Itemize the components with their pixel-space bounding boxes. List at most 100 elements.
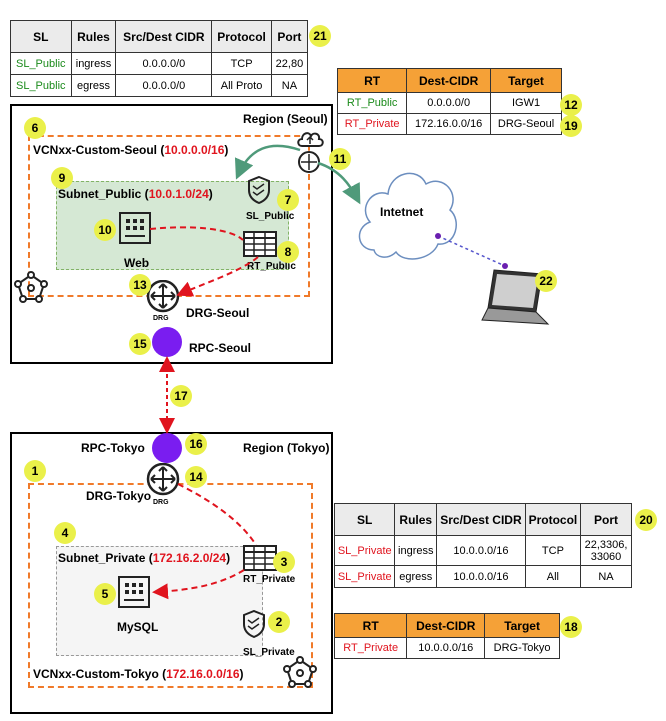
badge-subnet-private: 4 [54,522,76,544]
table-cell: SL_Private [333,535,396,566]
rt-private-label: RT_Private [243,574,296,585]
mysql-label: MySQL [117,620,159,634]
table-cell: 10.0.0.0/16 [436,535,526,566]
col-header: Port [580,503,632,536]
subnet-private-close: ) [226,551,231,565]
subnet-private-label: Subnet_Private (172.16.2.0/24) [58,551,230,565]
subnet-public-close: ) [208,187,213,201]
drg-tokyo-to-rt-private-connector [177,483,257,546]
col-header: Protocol [211,20,272,53]
badge-rpc-seoul: 15 [129,333,151,355]
badge-rt-private-row: 19 [560,115,582,137]
igw-to-internet-connector [317,161,361,205]
table-cell: 172.16.0.0/16 [406,113,492,135]
badge-laptop: 22 [535,270,557,292]
table-cell: 0.0.0.0/0 [115,74,213,97]
badge-rpc-tokyo: 16 [185,433,207,455]
rt-tokyo-table: RT Dest-CIDR Target RT_Private 10.0.0.0/… [333,613,560,659]
table-cell: RT_Private [333,637,408,659]
badge-rt-public-row: 12 [560,94,582,116]
sl-public-table: SL Rules Src/Dest CIDR Protocol Port SL_… [10,20,309,97]
col-header: SL [10,20,72,53]
subnet-private [56,546,263,656]
route-table-icon [243,231,277,257]
col-header: Dest-CIDR [406,613,486,638]
table-cell: 0.0.0.0/0 [406,92,492,114]
web-to-rt-public-connector [149,226,244,241]
badge-rt-public: 8 [277,241,299,263]
table-cell: IGW1 [490,92,562,114]
col-header: Src/Dest CIDR [436,503,526,536]
table-cell: ingress [394,535,438,566]
table-cell: SL_Private [333,565,396,588]
table-row: SL_Private egress 10.0.0.0/16 All NA [333,565,632,588]
laptop-icon [481,269,550,325]
table-row: SL_Public ingress 0.0.0.0/0 TCP 22,80 [10,52,309,75]
badge-subnet-public: 9 [51,167,73,189]
col-header: SL [333,503,396,536]
table-cell: 22,80 [270,52,309,75]
badge-sl-public-table: 21 [309,25,331,47]
subnet-private-cidr: 172.16.2.0/24 [152,551,227,565]
col-header: Src/Dest CIDR [115,20,213,53]
col-header: Rules [70,20,117,53]
rt-private-to-mysql-connector [152,569,245,600]
shield-private-icon [243,610,265,638]
table-cell: DRG-Tokyo [484,637,560,659]
badge-web: 10 [94,219,116,241]
vcn-tokyo-label: VCNxx-Custom-Tokyo (172.16.0.0/16) [33,667,244,681]
col-header: Port [270,20,309,53]
table-cell: SL_Public [10,74,72,97]
rt-seoul-table: RT Dest-CIDR Target RT_Public 0.0.0.0/0 … [336,68,562,135]
badge-peering: 17 [170,385,192,407]
subnet-public-name: Subnet_Public ( [58,187,149,201]
vcn-tokyo-cidr: 172.16.0.0/16 [166,667,240,681]
table-cell: All [524,565,582,588]
table-row: RT_Private 10.0.0.0/16 DRG-Tokyo [333,637,560,659]
col-header: Dest-CIDR [406,68,492,93]
table-cell: ingress [70,52,117,75]
table-cell: RT_Public [336,92,408,114]
table-row: SL_Private ingress 10.0.0.0/16 TCP 22,33… [333,535,632,566]
rpc-seoul-label: RPC-Seoul [189,341,252,355]
col-header: Rules [394,503,438,536]
vcn-network-tokyo-icon [283,656,317,688]
table-row: RT_Private 172.16.0.0/16 DRG-Seoul [336,113,562,135]
badge-drg-tokyo: 14 [185,466,207,488]
badge-sl-private-table: 20 [635,509,657,531]
table-cell: TCP [524,535,582,566]
drg-seoul-label: DRG-Seoul [186,306,250,320]
mysql-server-icon [118,576,150,608]
rt-public-to-drg-connector [176,256,259,297]
table-cell: NA [580,565,632,588]
table-cell: 10.0.0.0/16 [436,565,526,588]
badge-sl-public: 7 [277,189,299,211]
table-row: RT_Public 0.0.0.0/0 IGW1 [336,92,562,114]
internet-gateway-router-icon [298,151,320,173]
drg-seoul-icon-text: DRG [153,315,169,322]
subnet-public-label: Subnet_Public (10.0.1.0/24) [58,187,213,201]
table-cell: All Proto [211,74,272,97]
badge-sl-private: 2 [268,611,290,633]
vcn-seoul-close: ) [224,143,229,157]
badge-mysql: 5 [94,583,116,605]
subnet-private-name: Subnet_Private ( [58,551,153,565]
table-cell: TCP [211,52,272,75]
table-cell: 22,3306, 33060 [580,535,632,566]
table-cell: NA [270,74,309,97]
table-cell: egress [394,565,438,588]
internet-to-laptop-connector [437,235,506,267]
badge-rt-tokyo-table: 18 [560,616,582,638]
internet-gateway-cloud-icon [297,132,324,147]
subnet-public-cidr: 10.0.1.0/24 [148,187,209,201]
table-cell: egress [70,74,117,97]
table-cell: DRG-Seoul [490,113,562,135]
table-cell: RT_Private [336,113,408,135]
vcn-tokyo-name: VCNxx-Custom-Tokyo ( [33,667,167,681]
rpc-tokyo-label: RPC-Tokyo [81,441,145,455]
sl-public-label: SL_Public [246,211,295,222]
drg-tokyo-icon [146,463,180,496]
badge-igw: 11 [329,148,351,170]
col-header: Target [484,613,560,638]
